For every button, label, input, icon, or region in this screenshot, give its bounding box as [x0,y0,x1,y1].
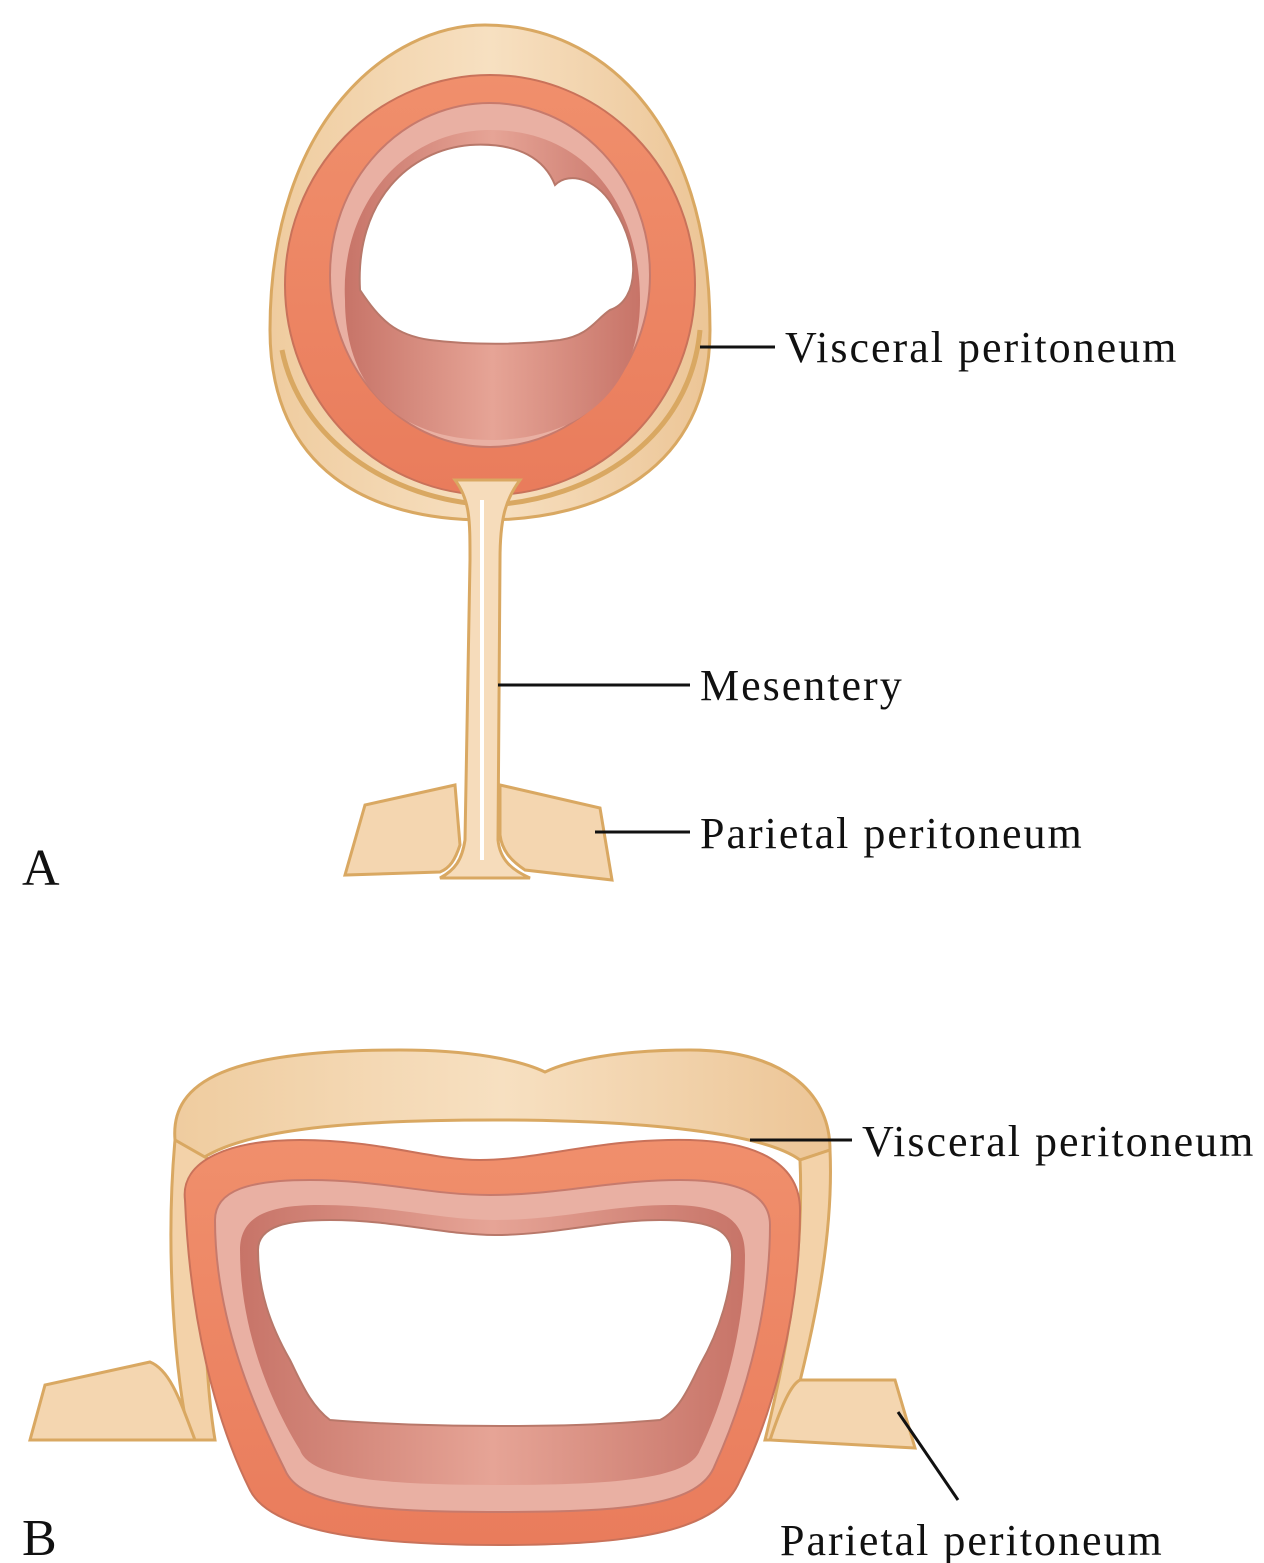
label-parietal-peritoneum-b: Parietal peritoneum [780,1516,1164,1563]
panel-b-illustration [30,1050,915,1545]
leader-parietal-b [898,1412,958,1500]
label-visceral-peritoneum-b: Visceral peritoneum [862,1117,1255,1166]
label-visceral-peritoneum-a: Visceral peritoneum [785,323,1178,372]
label-mesentery-a: Mesentery [700,661,904,710]
panel-letter-a: A [22,840,60,897]
panel-a-illustration [270,25,710,880]
parietal-peritoneum-left-b [30,1362,195,1440]
panel-letter-b: B [22,1510,57,1563]
parietal-peritoneum-right-b [770,1380,915,1448]
lumen-opening-b [258,1220,732,1426]
label-parietal-peritoneum-a: Parietal peritoneum [700,809,1084,858]
parietal-peritoneum-left-a [345,785,460,875]
